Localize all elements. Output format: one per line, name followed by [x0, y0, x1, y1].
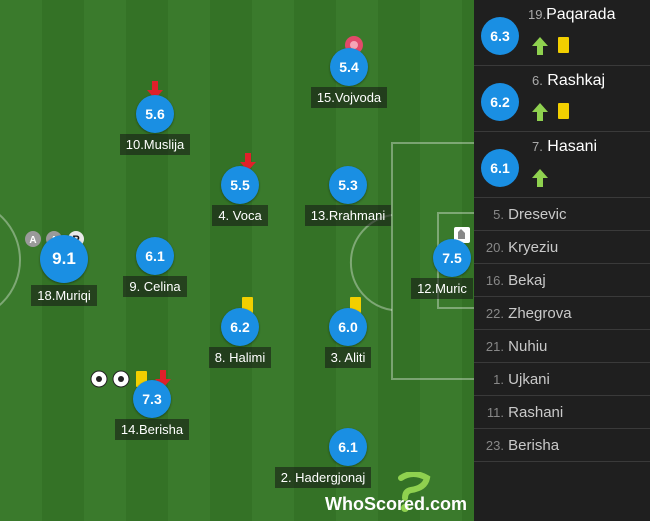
player-rating: 6.2 [221, 308, 259, 346]
bench-player[interactable]: 16. Bekaj [474, 264, 650, 297]
player-rating: 5.3 [329, 166, 367, 204]
sub-rating: 6.2 [481, 83, 519, 121]
bench-name: Ujkani [508, 370, 550, 388]
logo-text: WhoScored.com [325, 494, 467, 514]
player-name: 3. Aliti [324, 347, 372, 368]
whoscored-logo: WhoScored.com [323, 471, 473, 520]
player-name: 2. Hadergjonaj [274, 467, 372, 488]
bench-player[interactable]: 20. Kryeziu [474, 231, 650, 264]
sub-on-arrow-icon [532, 37, 548, 55]
player-name: 14.Berisha [114, 419, 190, 440]
bench-number: 20. [485, 239, 504, 255]
sub-on-arrow-icon [532, 169, 548, 187]
sub-in-paqarada[interactable]: 6.3 19.Paqarada [474, 0, 650, 66]
sub-number: 19. [528, 7, 547, 22]
sub-number: 7. [532, 139, 543, 154]
player-name: 15.Vojvoda [310, 87, 388, 108]
player-name: 8. Halimi [208, 347, 272, 368]
player-rating: 9.1 [40, 235, 88, 283]
bench-player[interactable]: 11. Rashani [474, 396, 650, 429]
player-name: 10.Muslija [119, 134, 191, 155]
player-rating: 5.6 [136, 95, 174, 133]
player-rating: 6.1 [136, 237, 174, 275]
bench-player[interactable]: 1. Ujkani [474, 363, 650, 396]
player-rating: 7.3 [133, 380, 171, 418]
bench-player[interactable]: 23. Berisha [474, 429, 650, 462]
sub-off-arrow-icon [147, 81, 163, 99]
player-name: 4. Voca [212, 205, 268, 226]
player-rating: 7.5 [433, 239, 471, 277]
player-rating: 6.1 [329, 428, 367, 466]
bench-name: Berisha [508, 436, 560, 454]
player-rating: 5.5 [221, 166, 259, 204]
bench-player[interactable]: 22. Zhegrova [474, 297, 650, 330]
yellow-card-icon [558, 37, 569, 53]
bench-number: 23. [485, 437, 504, 453]
player-rating: 6.0 [329, 308, 367, 346]
bench-number: 22. [485, 305, 504, 321]
player-name: 18.Muriqi [31, 285, 97, 306]
bench-player[interactable]: 21. Nuhiu [474, 330, 650, 363]
pitch: 5.6 10.Muslija 5.4 15.Vojvoda 5.5 4. Voc… [0, 0, 474, 521]
bench-name: Zhegrova [508, 304, 572, 322]
bench-name: Rashani [508, 403, 564, 421]
player-name: 9. Celina [123, 276, 187, 297]
player-name: 12.Muric [411, 278, 473, 299]
bench-name: Dresevic [508, 205, 567, 223]
sub-rating: 6.3 [481, 17, 519, 55]
sub-name: Rashkaj [547, 72, 606, 89]
bench-player[interactable]: 5. Dresevic [474, 198, 650, 231]
yellow-card-icon [242, 297, 253, 313]
svg-text:A: A [29, 235, 36, 246]
bench-number: 11. [486, 404, 504, 420]
sub-number: 6. [532, 73, 543, 88]
yellow-card-icon [558, 103, 569, 119]
sub-name: Paqarada [546, 6, 616, 23]
bench-name: Kryeziu [508, 238, 559, 256]
player-rating: 5.4 [330, 48, 368, 86]
bench-number: 21. [485, 338, 504, 354]
substitutes-panel: 6.3 19.Paqarada 6.2 6. Rashkaj 6.1 7. Ha… [474, 0, 650, 521]
sub-rating: 6.1 [481, 149, 519, 187]
yellow-card-icon [350, 297, 361, 313]
goal-icon [90, 370, 130, 388]
sub-on-arrow-icon [532, 103, 548, 121]
player-name: 13.Rrahmani [304, 205, 392, 226]
sub-name: Hasani [547, 138, 598, 155]
bench-number: 16. [485, 272, 504, 288]
bench-number: 1. [493, 371, 504, 387]
bench-name: Bekaj [508, 271, 546, 289]
sub-in-hasani[interactable]: 6.1 7. Hasani [474, 132, 650, 198]
bench-number: 5. [493, 206, 504, 222]
sub-in-rashkaj[interactable]: 6.2 6. Rashkaj [474, 66, 650, 132]
bench-name: Nuhiu [508, 337, 548, 355]
